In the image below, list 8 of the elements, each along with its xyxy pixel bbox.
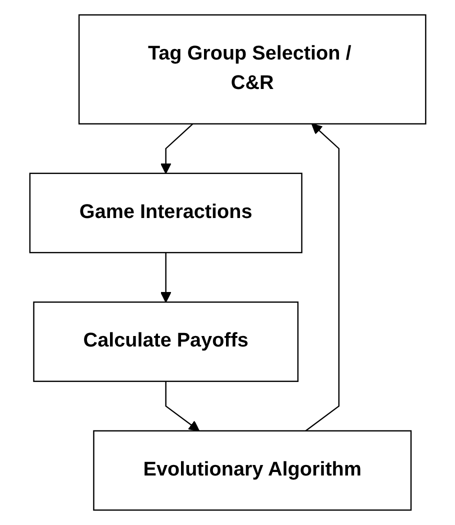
arrow [160, 252, 171, 303]
arrow [304, 123, 340, 432]
node-box: Tag Group Selection / C&R [78, 14, 426, 124]
node-box: Evolutionary Algorithm [92, 430, 412, 511]
node-box: Calculate Payoffs [32, 301, 298, 382]
arrow [164, 381, 200, 432]
node-box: Game Interactions [29, 172, 302, 254]
arrow [160, 123, 193, 174]
